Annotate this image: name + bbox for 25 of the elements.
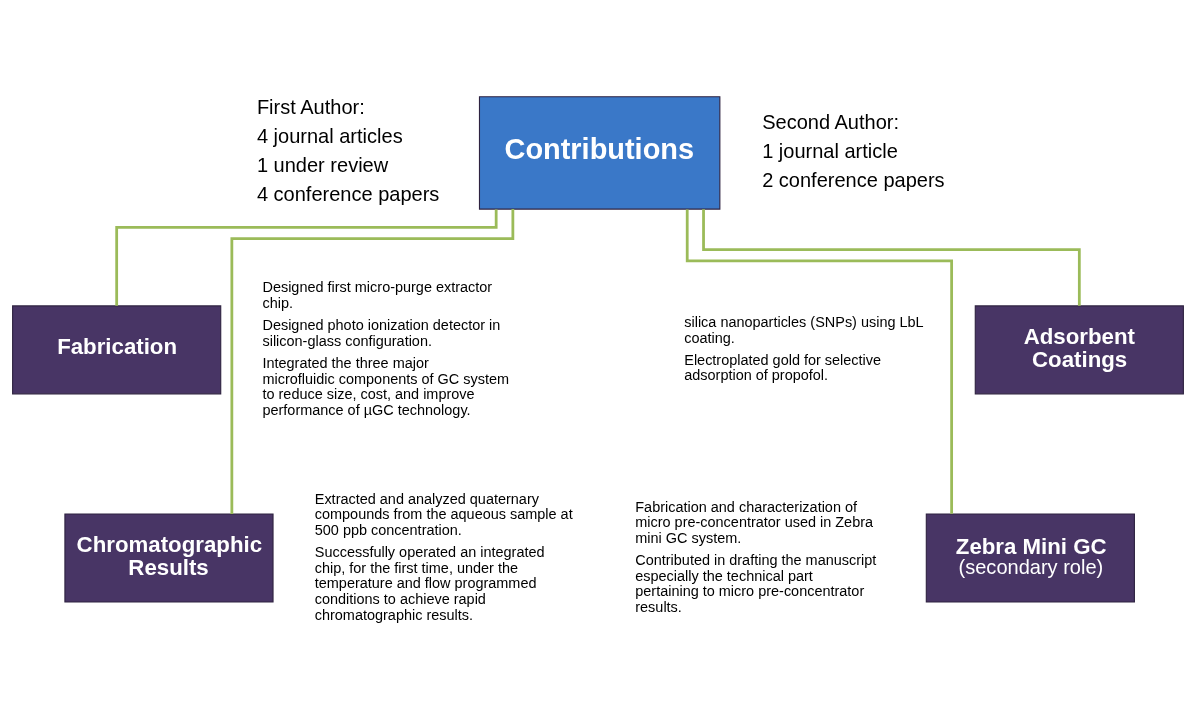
connector — [230, 208, 515, 514]
node-label: Designed photo ionization detector in silicon-glass configuration. — [262, 316, 501, 349]
node-label: Contributed in drafting the manuscript especially the technical part pertaining to micro pre-concentrator results. — [635, 551, 877, 615]
connector — [115, 208, 498, 306]
connector — [702, 208, 1081, 306]
node-label: Second Author: — [762, 110, 900, 133]
node-label: Electroplated gold for selective adsorption of propofol. — [684, 351, 882, 383]
node-box: Adsorbent Coatings — [974, 304, 1184, 394]
node-label: 4 journal articles — [256, 124, 403, 147]
node-label: Designed first micro-purge extractor chip. — [262, 278, 493, 311]
node-box: Contributions — [478, 95, 721, 210]
node-label: First Author: — [256, 95, 365, 118]
node-label: Extracted and analyzed quaternary compounds from the aqueous sample at 500 ppb concentration. — [314, 490, 573, 538]
connector — [685, 208, 953, 514]
node-label: 2 conference papers — [762, 168, 945, 191]
node-label: 1 journal article — [762, 139, 898, 162]
node-label: 4 conference papers — [256, 182, 440, 205]
node-box: Zebra Mini GC (secondary role) — [925, 512, 1135, 602]
node-box: Chromatographic Results — [64, 512, 274, 602]
node-box: Fabrication — [12, 304, 222, 394]
node-label: Integrated the three major microfluidic components of GC system to reduce size, cost, and improve performance of µGC technology. — [262, 354, 510, 418]
node-label: Successfully operated an integrated chip, for the first time, under the temperature and flow programmed conditions to achieve rapid chromatographic results. — [314, 543, 545, 623]
node-label: silica nanoparticles (SNPs) using LbL coating. — [684, 313, 924, 346]
node-label: Fabrication and characterization of micro pre-concentrator used in Zebra mini GC system. — [635, 498, 874, 546]
node-label: 1 under review — [256, 153, 389, 176]
